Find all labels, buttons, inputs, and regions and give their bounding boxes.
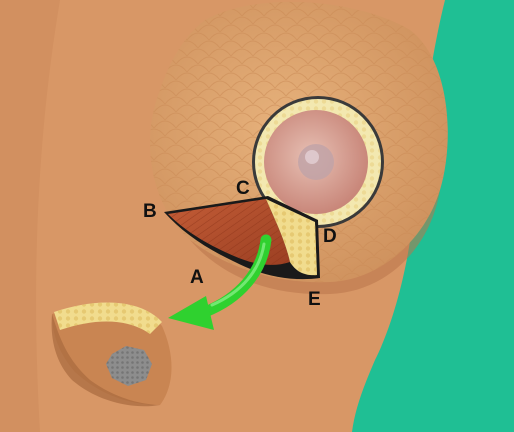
label-a: A: [190, 267, 204, 288]
label-e: E: [308, 289, 321, 310]
label-b: B: [143, 201, 157, 222]
nipple-highlight: [305, 150, 319, 164]
label-d: D: [323, 226, 337, 247]
label-c: C: [236, 178, 250, 199]
